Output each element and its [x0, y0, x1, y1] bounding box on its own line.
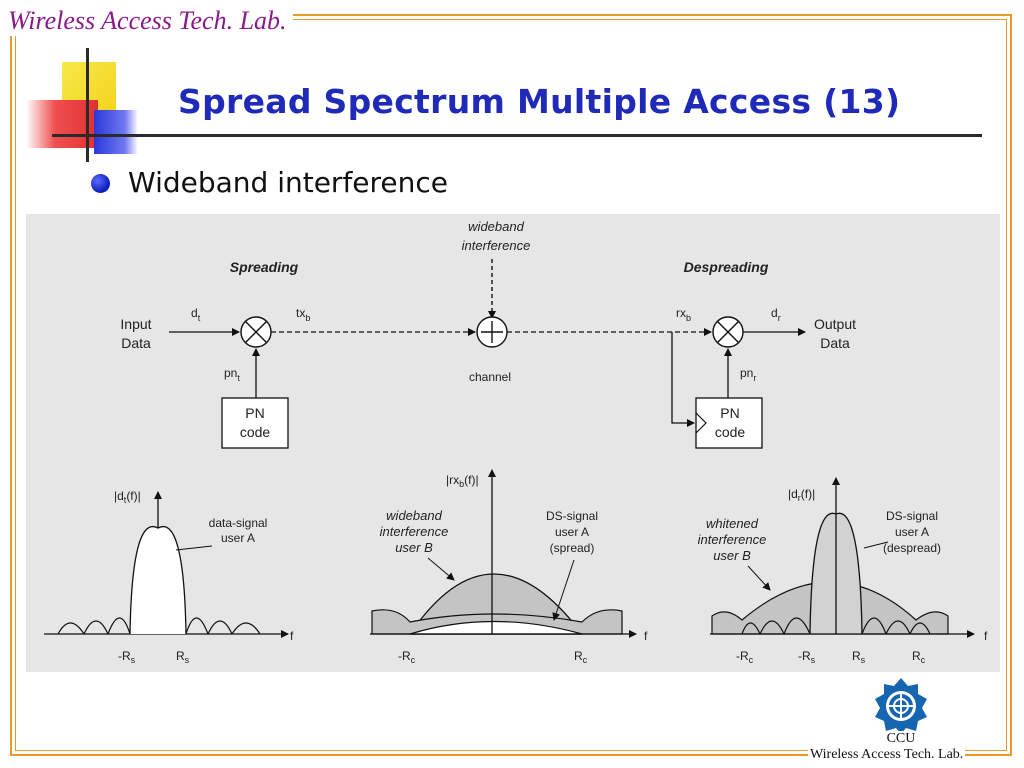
spectrum-middle: |rxb(f)| wideband interference user B DS… [370, 469, 648, 665]
ccu-logo-icon [875, 678, 927, 734]
pn-code-rx-box [695, 397, 763, 449]
bullet-text: Wideband interference [128, 166, 449, 199]
channel-label: channel [469, 370, 511, 384]
spectrum-left-f-label: f [290, 629, 294, 643]
spectrum-middle-f-label: f [644, 629, 648, 643]
spectrum-left-tick-neg: -Rs [118, 649, 136, 665]
spectrum-middle-tick-pos: Rc [574, 649, 588, 665]
spectrum-middle-interf-1: wideband [386, 508, 442, 523]
rxb-label: rxb [676, 306, 691, 323]
spectrum-right-f-label: f [984, 629, 988, 643]
spectrum-left-main-lobe [129, 525, 187, 635]
despreading-label: Despreading [684, 259, 769, 275]
spectrum-left: |dt(f)| data-signal user A -Rs Rs f [44, 489, 294, 665]
slide-frame-inner [15, 19, 1007, 751]
input-data-label-1: Input [120, 316, 151, 332]
input-data-label-2: Data [121, 335, 151, 351]
lab-name-header: Wireless Access Tech. Lab. [4, 6, 293, 36]
decoration-vertical-line [86, 48, 89, 162]
spectrum-right-interf-arrow [747, 565, 771, 591]
spectrum-right-interf-2: interference [698, 532, 767, 547]
spectrum-right-tick-2: -Rs [798, 649, 816, 665]
output-data-label-2: Data [820, 335, 850, 351]
wideband-interference-figure: wideband interference Spreading Despread… [26, 214, 1000, 672]
spectrum-left-side-lobes [57, 617, 261, 635]
lab-name-footer: Wireless Access Tech. Lab. [808, 747, 966, 763]
pn-code-tx-box [221, 397, 289, 449]
dr-label: dr [771, 306, 781, 323]
spectrum-right-interf-1: whitened [706, 516, 759, 531]
pn-code-tx-label-1: PN [245, 405, 264, 421]
spectrum-middle-ds-3: (spread) [550, 541, 595, 555]
spectrum-middle-interf-3: user B [395, 540, 433, 555]
spectrum-middle-ylabel: |rxb(f)| [446, 473, 479, 489]
spectrum-left-annot-leader [175, 545, 213, 551]
bullet-icon [91, 174, 110, 193]
adder-channel-icon [476, 316, 508, 348]
spectrum-middle-tick-neg: -Rc [398, 649, 416, 665]
interference-label-1: wideband [468, 219, 524, 234]
spectrum-left-tick-pos: Rs [176, 649, 190, 665]
spectrum-right-ylabel: |dr(f)| [788, 487, 815, 503]
spectrum-right-interf-3: user B [713, 548, 751, 563]
figure-svg: wideband interference Spreading Despread… [44, 219, 988, 665]
spectrum-left-ylabel: |dt(f)| [114, 489, 141, 505]
spectrum-right-side-lobes [741, 617, 931, 635]
spectrum-middle-ds-2: user A [555, 525, 589, 539]
slide-title: Spread Spectrum Multiple Access (13) [178, 82, 901, 121]
spectrum-right-ds-2: user A [895, 525, 929, 539]
spectrum-middle-ds-arrow [552, 559, 575, 621]
txb-label: txb [296, 306, 310, 323]
spreading-label: Spreading [230, 259, 299, 275]
spectrum-left-annot-2: user A [221, 531, 255, 545]
decoration-blue-block [94, 110, 138, 154]
pnt-label: pnt [224, 366, 240, 383]
pn-code-rx-label-1: PN [720, 405, 739, 421]
logo-caption: CCU [876, 731, 926, 747]
pnr-label: pnr [740, 366, 756, 383]
spectrum-right-ds-leader [863, 541, 889, 549]
spectrum-right: |dr(f)| whitened interference user B DS-… [698, 477, 988, 665]
spectrum-left-annot-1: data-signal [209, 516, 268, 530]
output-data-label-1: Output [814, 316, 856, 332]
spectrum-right-tick-4: Rc [912, 649, 926, 665]
spectrum-middle-interf-2: interference [380, 524, 449, 539]
decoration-horizontal-line [52, 134, 982, 137]
pn-code-tx-label-2: code [240, 424, 271, 440]
spectrum-right-ds-3: (despread) [883, 541, 941, 555]
spectrum-right-ds-1: DS-signal [886, 509, 938, 523]
dt-label: dt [191, 306, 201, 323]
spectrum-middle-interf-arrow [427, 557, 455, 581]
slide-frame-outer [10, 14, 1012, 756]
spectrum-right-tick-3: Rs [852, 649, 866, 665]
interference-label-2: interference [462, 238, 531, 253]
multiplier-rx-icon [712, 316, 744, 348]
spectrum-right-tick-1: -Rc [736, 649, 754, 665]
sync-clock-icon [695, 412, 707, 434]
sync-feedback-line [671, 332, 695, 427]
spectrum-middle-ds-main-lobe [409, 620, 583, 635]
spectrum-middle-ds-1: DS-signal [546, 509, 598, 523]
pn-code-rx-label-2: code [715, 424, 746, 440]
multiplier-tx-icon [240, 316, 272, 348]
